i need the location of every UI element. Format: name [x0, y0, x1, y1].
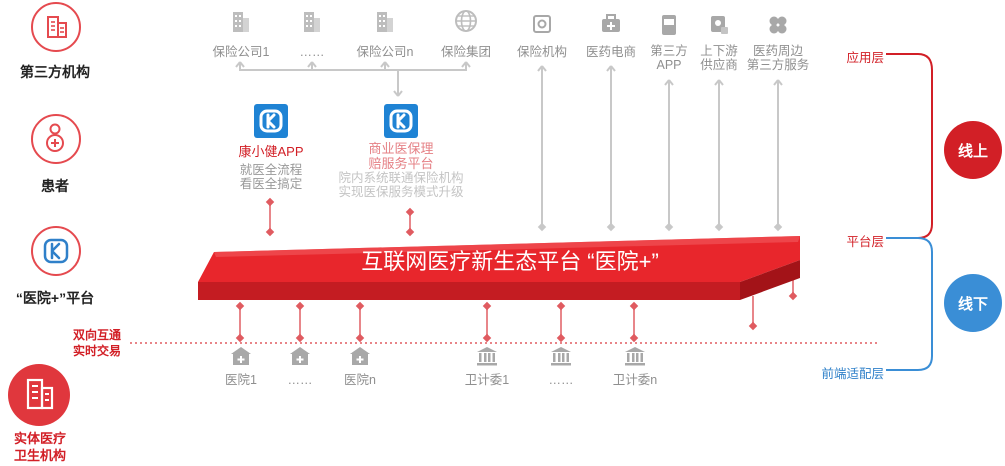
platform-title: 互联网医疗新生态平台 “医院+” — [361, 249, 659, 274]
bottom-node-label: …… — [548, 373, 574, 387]
bottom-node-2: …… — [275, 346, 325, 387]
bottom-node-3: 医院n — [335, 346, 385, 387]
app-icon — [662, 15, 676, 35]
insurer-label: 保险公司n — [356, 45, 414, 59]
third-party-label: 第三方机构 — [20, 64, 90, 80]
insurer-label: …… — [299, 45, 325, 59]
service-label-line2: 供应商 — [700, 58, 738, 72]
kangxiaojian-app-block: 康小健APP 就医全流程 看医全搞定 — [230, 104, 312, 191]
service-item-4: 上下游 供应商 — [689, 14, 749, 72]
commercial-title-1: 商业医保理 — [368, 141, 434, 156]
hospital-plus-label: “医院+”平台 — [15, 290, 95, 306]
hospital-icon — [290, 347, 310, 365]
bottom-node-label: 卫计委n — [612, 373, 658, 387]
commercial-desc-1: 院内系统联通保险机构 — [338, 171, 464, 185]
kangxiaojian-desc-1: 就医全流程 — [239, 163, 303, 177]
commercial-logo-icon — [384, 104, 418, 138]
building-icon — [304, 12, 320, 32]
bottom-node-label: 卫计委1 — [464, 373, 510, 387]
physical-institution-block — [8, 364, 70, 426]
bottom-node-4: 卫计委1 — [458, 346, 516, 387]
insurer-item-3: 保险公司n — [349, 8, 421, 59]
commercial-desc-2: 实现医保服务模式升级 — [338, 185, 464, 199]
hospital-plus-block — [28, 226, 84, 276]
service-item-1: 保险机构 — [512, 14, 572, 59]
online-badge: 线上 — [944, 121, 1002, 179]
online-badge-label: 线上 — [957, 142, 988, 160]
bottom-node-label: 医院1 — [225, 373, 257, 387]
insurer-label: 保险集团 — [440, 45, 491, 59]
application-layer-label: 应用层 — [846, 51, 884, 65]
supplier-icon — [711, 16, 728, 34]
clover-icon — [769, 16, 787, 34]
service-label-line1: 上下游 — [700, 44, 738, 58]
service-item-5: 医药周边 第三方服务 — [738, 14, 818, 72]
service-label-line1: 医药周边 — [752, 44, 803, 58]
commercial-title-2: 赔服务平台 — [368, 156, 434, 171]
office-building-icon — [31, 2, 81, 52]
service-item-2: 医药电商 — [581, 14, 641, 59]
hospital-icon — [350, 347, 370, 365]
globe-icon — [455, 10, 477, 32]
kangxiaojian-desc-2: 看医全搞定 — [239, 177, 303, 191]
service-label-line1: 第三方 — [650, 44, 688, 58]
bank-icon — [477, 347, 497, 366]
physical-building-icon — [8, 364, 70, 426]
insurer-item-4: 保险集团 — [430, 8, 502, 59]
insurer-item-2: …… — [276, 8, 348, 59]
kangxiaojian-logo-icon — [254, 104, 288, 138]
platform-layer-label: 平台层 — [846, 235, 884, 249]
kangxiaojian-title: 康小健APP — [238, 144, 304, 159]
building-icon — [233, 12, 249, 32]
bottom-node-1: 医院1 — [216, 346, 266, 387]
kangxiaojian-logo-icon — [31, 226, 81, 276]
two-way-label-2: 实时交易 — [72, 344, 121, 358]
service-label-line2: APP — [656, 58, 682, 72]
service-label-line2: 第三方服务 — [746, 58, 810, 72]
offline-badge-label: 线下 — [957, 295, 988, 313]
physical-institution-label-1: 实体医疗 — [13, 431, 66, 446]
service-label: 医药电商 — [585, 45, 636, 59]
patient-icon — [31, 114, 81, 164]
bank-icon — [551, 347, 571, 366]
bottom-node-5: …… — [536, 346, 586, 387]
physical-institution-label-2: 卫生机构 — [13, 448, 66, 463]
safe-icon — [533, 15, 551, 33]
offline-badge: 线下 — [944, 274, 1002, 332]
patient-block — [28, 114, 84, 164]
medkit-icon — [602, 14, 620, 32]
insurer-label: 保险公司1 — [212, 45, 270, 59]
bank-icon — [625, 347, 645, 366]
two-way-label-1: 双向互通 — [72, 328, 121, 342]
service-item-3: 第三方 APP — [639, 14, 699, 72]
commercial-claims-block: 商业医保理 赔服务平台 院内系统联通保险机构 实现医保服务模式升级 — [326, 104, 476, 199]
third-party-block — [28, 2, 84, 52]
frontend-layer-label: 前端适配层 — [821, 367, 884, 381]
patient-label: 患者 — [41, 178, 69, 194]
bottom-node-label: 医院n — [344, 373, 376, 387]
bottom-node-6: 卫计委n — [605, 346, 665, 387]
bottom-node-label: …… — [287, 373, 313, 387]
insurer-item-1: 保险公司1 — [205, 8, 277, 59]
service-label: 保险机构 — [516, 45, 567, 59]
building-icon — [377, 12, 393, 32]
hospital-icon — [231, 347, 251, 365]
